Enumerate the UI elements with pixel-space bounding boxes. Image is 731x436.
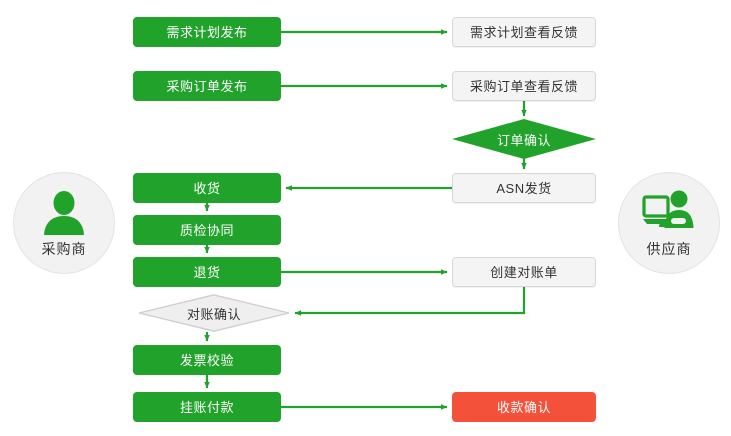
node-order-confirm[interactable]: 订单确认 [452, 119, 596, 159]
node-qc-collab[interactable]: 质检协同 [133, 215, 281, 245]
node-label: 质检协同 [179, 222, 234, 238]
actor-supplier-label: 供应商 [646, 240, 692, 257]
node-return-goods[interactable]: 退货 [133, 257, 281, 287]
node-label: 需求计划发布 [166, 24, 248, 40]
node-payment-posting[interactable]: 挂账付款 [133, 392, 281, 422]
node-label: 挂账付款 [179, 399, 234, 415]
node-po-publish[interactable]: 采购订单发布 [133, 71, 281, 101]
actor-supplier: 供应商 [618, 172, 720, 274]
node-po-feedback[interactable]: 采购订单查看反馈 [452, 71, 596, 101]
actor-buyer-label: 采购商 [41, 240, 87, 257]
node-label: 收款确认 [496, 399, 551, 415]
diamond-shape [138, 294, 290, 332]
node-invoice-check[interactable]: 发票校验 [133, 345, 281, 375]
node-asn-shipment[interactable]: ASN发货 [452, 173, 596, 203]
node-label: 对账确认 [186, 306, 241, 322]
node-label: 收货 [193, 180, 221, 196]
node-label: 发票校验 [179, 352, 234, 368]
node-demand-plan-feedback[interactable]: 需求计划查看反馈 [452, 17, 596, 47]
node-label: 订单确认 [496, 132, 551, 148]
node-label: 需求计划查看反馈 [469, 24, 578, 40]
node-label: 采购订单查看反馈 [469, 78, 578, 94]
node-demand-plan-publish[interactable]: 需求计划发布 [133, 17, 281, 47]
edge-create-statement-to-statement-confirm [294, 287, 526, 316]
node-receipt-confirm[interactable]: 收款确认 [452, 392, 596, 422]
node-label: ASN发货 [496, 180, 552, 196]
user-icon [44, 190, 84, 235]
node-label: 退货 [193, 264, 221, 280]
diamond-shape [452, 119, 596, 159]
actor-buyer: 采购商 [13, 172, 115, 274]
node-label: 创建对账单 [490, 264, 558, 280]
node-label: 采购订单发布 [166, 78, 248, 94]
node-receive-goods[interactable]: 收货 [133, 173, 281, 203]
node-create-statement[interactable]: 创建对账单 [452, 257, 596, 287]
user-at-computer-icon [642, 190, 694, 228]
node-statement-confirm[interactable]: 对账确认 [138, 294, 290, 332]
